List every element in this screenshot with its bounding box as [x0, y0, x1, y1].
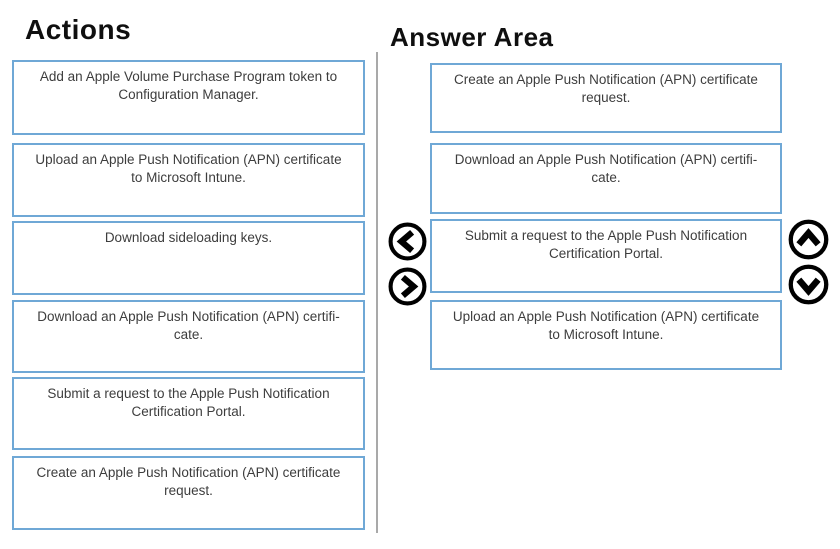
answer-card-label: Create an Apple Push Notification (APN) … — [454, 72, 758, 106]
move-down-button[interactable] — [787, 263, 830, 306]
action-card-label: Submit a request to the Apple Push Notif… — [47, 386, 330, 420]
actions-heading: Actions — [25, 14, 132, 45]
action-card[interactable]: Add an Apple Volume Purchase Program tok… — [12, 60, 365, 135]
chevron-left-circle-icon — [388, 222, 427, 261]
move-up-button[interactable] — [787, 218, 830, 261]
answer-area-heading: Answer Area — [390, 22, 554, 52]
answer-card[interactable]: Submit a request to the Apple Push Notif… — [430, 219, 782, 293]
action-card-label: Create an Apple Push Notification (APN) … — [36, 465, 341, 499]
answer-card[interactable]: Upload an Apple Push Notification (APN) … — [430, 300, 782, 370]
action-card-label: Upload an Apple Push Notification (APN) … — [35, 152, 342, 186]
answer-card[interactable]: Create an Apple Push Notification (APN) … — [430, 63, 782, 133]
chevron-down-circle-icon — [788, 264, 829, 305]
chevron-up-circle-icon — [788, 219, 829, 260]
answer-card-label: Download an Apple Push Notification (APN… — [454, 152, 758, 186]
answer-card-label: Upload an Apple Push Notification (APN) … — [452, 309, 760, 343]
action-card[interactable]: Download sideloading keys. — [12, 221, 365, 295]
action-card[interactable]: Download an Apple Push Notification (APN… — [12, 300, 365, 373]
action-card-label: Download sideloading keys. — [104, 230, 273, 245]
action-card-label: Download an Apple Push Notification (APN… — [37, 309, 340, 343]
action-card[interactable]: Create an Apple Push Notification (APN) … — [12, 456, 365, 530]
action-card[interactable]: Upload an Apple Push Notification (APN) … — [12, 143, 365, 217]
action-card[interactable]: Submit a request to the Apple Push Notif… — [12, 377, 365, 450]
move-to-actions-button[interactable] — [387, 221, 428, 262]
chevron-right-circle-icon — [388, 267, 427, 306]
column-divider — [376, 52, 378, 533]
answer-card-label: Submit a request to the Apple Push Notif… — [464, 228, 748, 262]
action-card-label: Add an Apple Volume Purchase Program tok… — [39, 69, 338, 103]
answer-card[interactable]: Download an Apple Push Notification (APN… — [430, 143, 782, 214]
move-to-answer-button[interactable] — [387, 266, 428, 307]
